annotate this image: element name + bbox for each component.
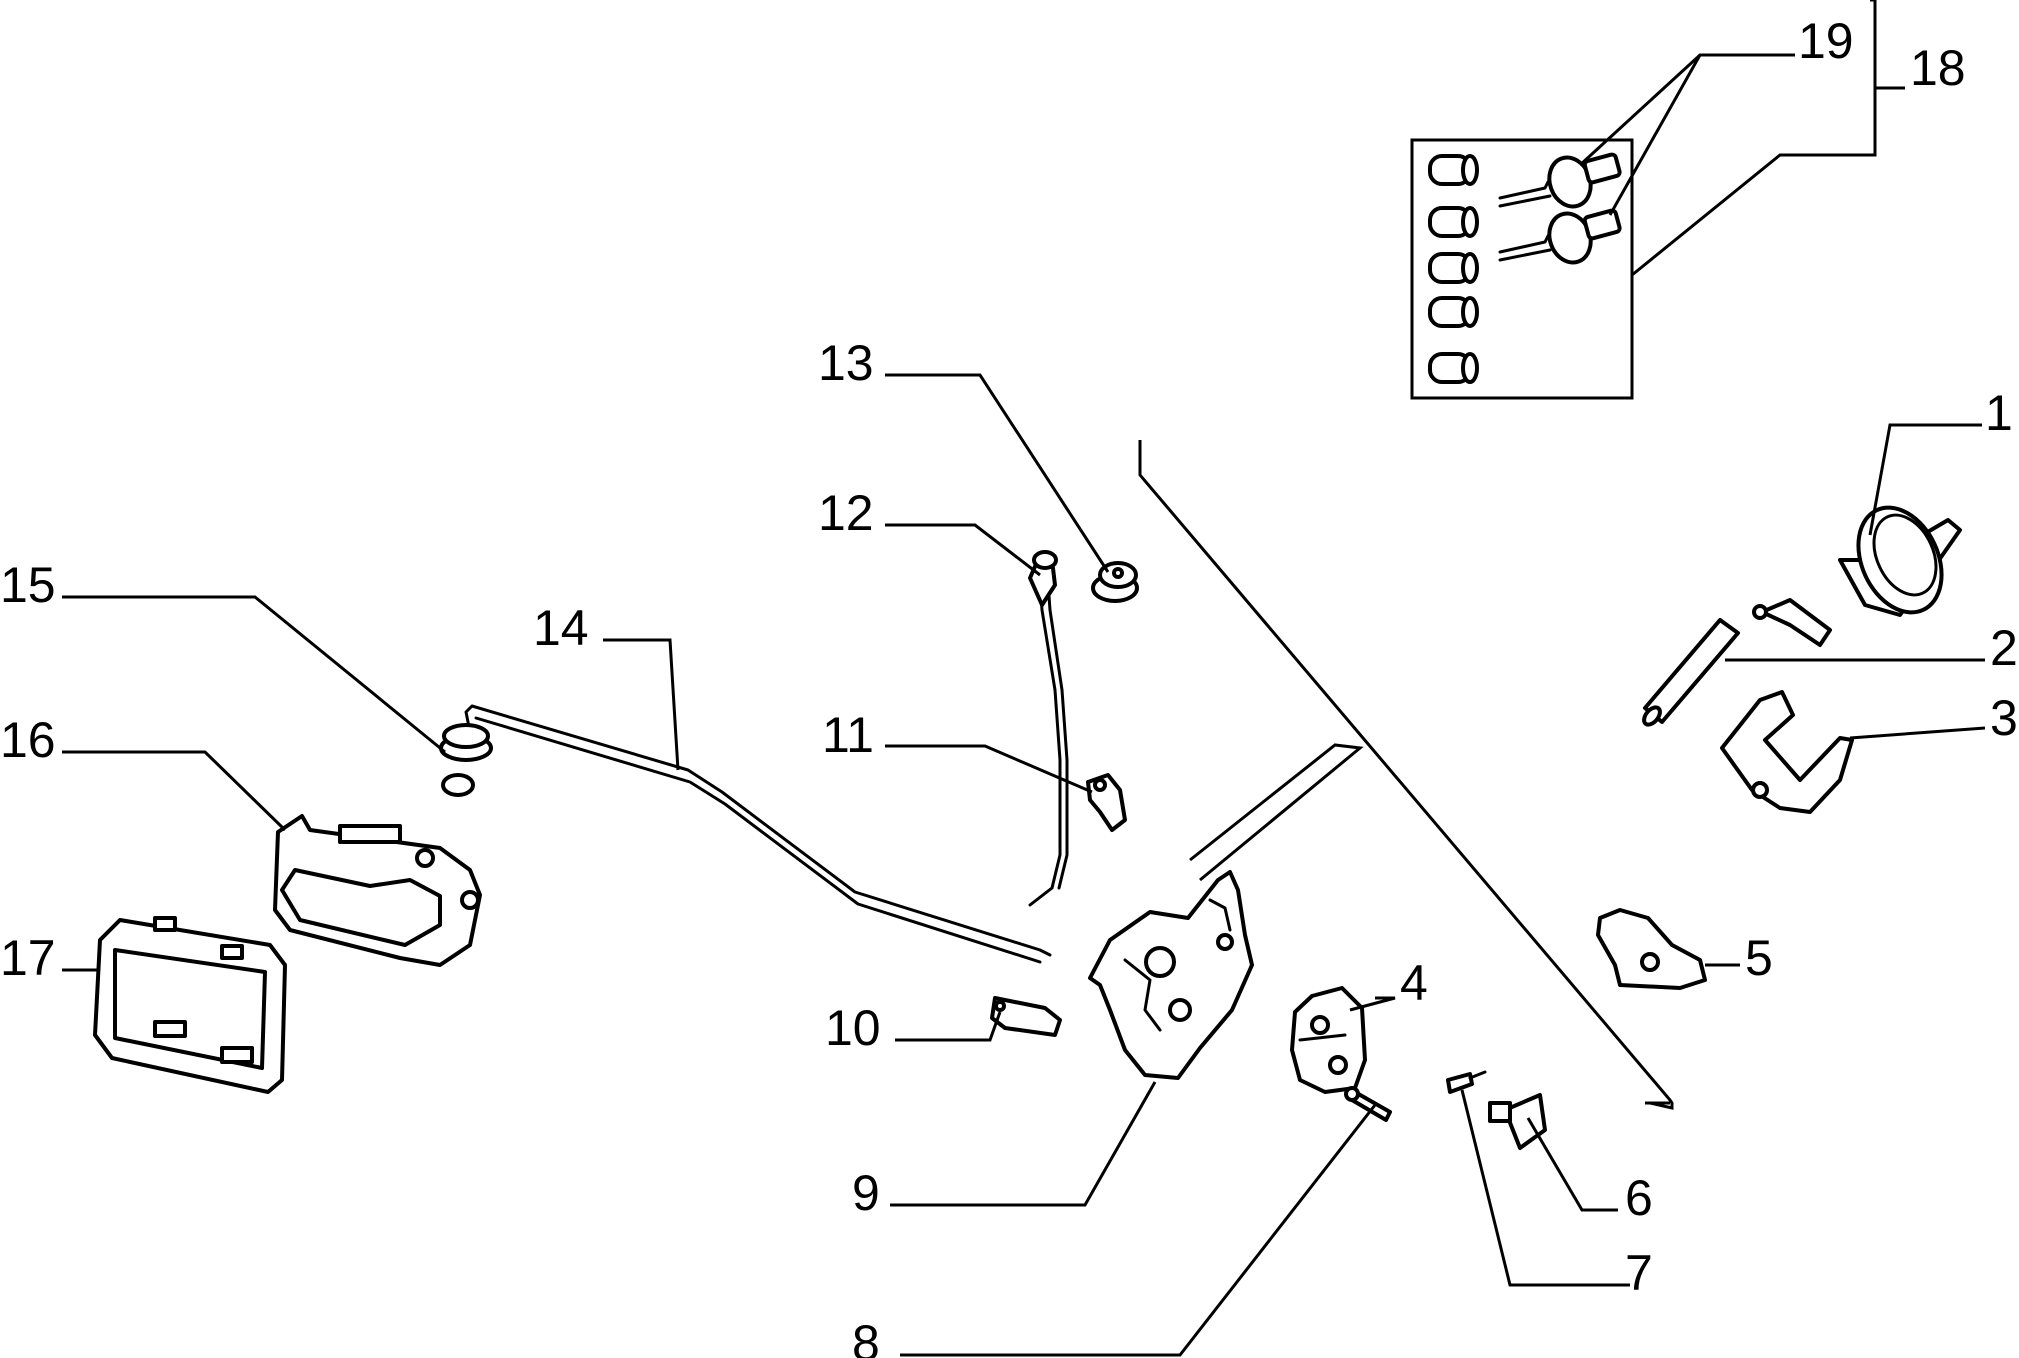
door-handle (273, 814, 482, 967)
callout-5: 5 (1745, 930, 1773, 986)
callout-9: 9 (852, 1165, 880, 1221)
retaining-pin (1642, 618, 1740, 727)
callout-1: 1 (1985, 385, 2013, 441)
key-set-box (1410, 138, 1634, 400)
leader-lines (62, 0, 1986, 1357)
key-icon (1498, 152, 1622, 209)
callout-17: 17 (0, 930, 56, 986)
callout-4: 4 (1400, 955, 1428, 1011)
callout-13: 13 (818, 335, 874, 391)
lock-mechanism (1088, 870, 1254, 1080)
rod-retainer-clip (439, 723, 493, 797)
callout-6: 6 (1625, 1170, 1653, 1226)
lock-button-rod (1028, 550, 1069, 907)
grommet (1091, 561, 1139, 603)
handle-bezel (93, 916, 287, 1094)
callout-11: 11 (822, 707, 874, 763)
screw (1446, 1070, 1487, 1094)
latch-plate (1290, 986, 1367, 1094)
lock-barrel (1752, 505, 1962, 647)
callout-10: 10 (825, 1000, 881, 1056)
callout-2: 2 (1990, 620, 2018, 676)
callout-labels: 1 2 3 4 5 6 7 8 9 10 11 12 13 14 15 16 1… (0, 13, 2018, 1358)
callout-8: 8 (852, 1315, 880, 1358)
callout-12: 12 (818, 485, 874, 541)
striker-pin (1488, 1093, 1547, 1150)
lock-cylinder-group (1428, 154, 1479, 384)
u-clip (1720, 690, 1854, 814)
key-icon (1498, 208, 1622, 265)
callout-3: 3 (1990, 690, 2018, 746)
door-panel-outline (1138, 440, 1674, 1110)
bolt (1344, 1086, 1392, 1122)
rod-clip (1086, 773, 1127, 832)
lever-bracket (1596, 908, 1707, 990)
callout-14: 14 (533, 600, 589, 656)
callout-18: 18 (1910, 40, 1966, 96)
spacer-plate (990, 996, 1062, 1037)
callout-19: 19 (1798, 13, 1854, 69)
callout-16: 16 (0, 712, 56, 768)
linkage-rod (464, 704, 1052, 964)
callout-7: 7 (1625, 1245, 1653, 1301)
callout-15: 15 (0, 557, 56, 613)
